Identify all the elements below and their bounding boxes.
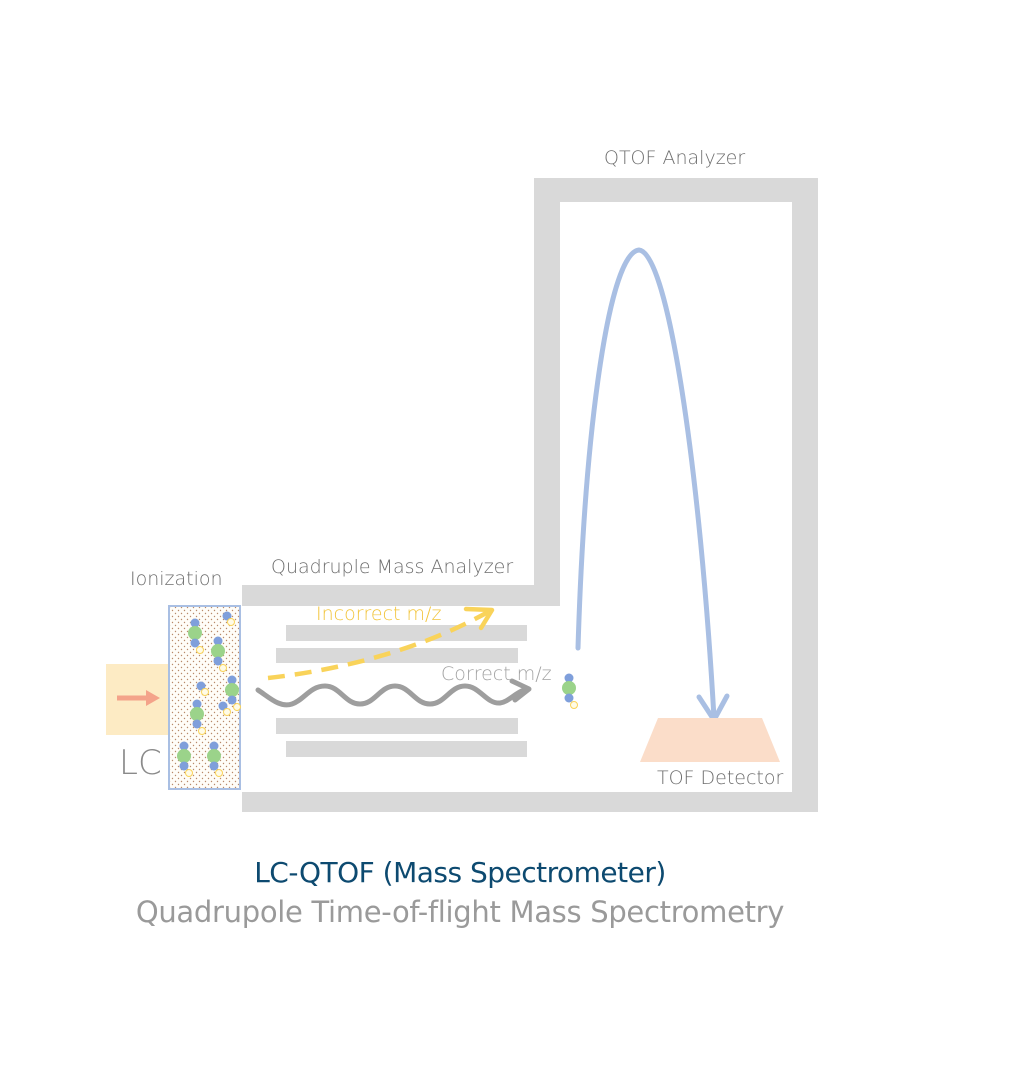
correct-mz-path [255,678,532,708]
lc-arrow-icon [117,690,160,706]
quadruple-mass-analyzer-label: Quadruple Mass Analyzer [271,556,514,578]
incorrect-mz-path [267,606,495,681]
diagram-subtitle: Quadrupole Time-of-flight Mass Spectrome… [135,895,785,929]
ionization-label: Ionization [130,568,223,590]
tof-flight-path [575,247,730,723]
diagram-title: LC-QTOF (Mass Spectrometer) [254,856,666,889]
tof-detector-label: TOF Detector [657,767,784,789]
analyzer-frame [242,178,818,812]
selected-ion-icon [561,673,578,709]
lc-inlet [106,664,170,735]
ionization-chamber [168,605,241,790]
arrowhead-icon [463,606,495,631]
qtof-analyzer-label: QTOF Analyzer [604,147,746,169]
incorrect-mz-label: Incorrect m/z [316,603,442,625]
lc-label: LC [119,743,162,783]
tof-detector-shape [640,718,780,762]
quadrupole-rods [276,625,527,757]
arrowhead-icon [509,678,532,703]
correct-mz-label: Correct m/z [441,663,552,685]
